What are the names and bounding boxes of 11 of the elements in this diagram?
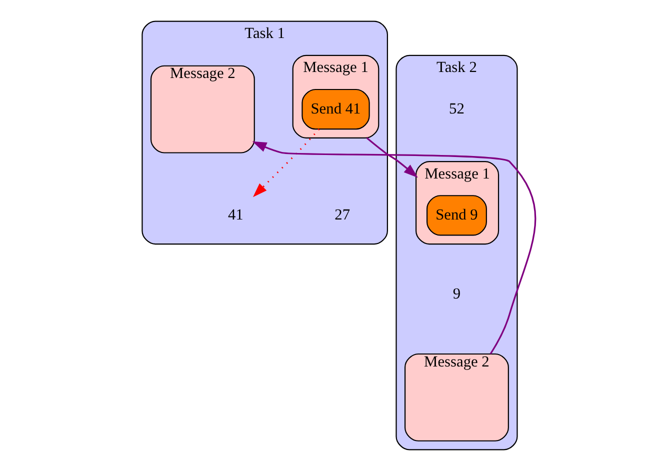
node-box: Send 41 — [302, 88, 370, 130]
node-text: 41 — [228, 206, 244, 224]
node-box: Message 2 — [404, 353, 509, 442]
label: 27 — [334, 206, 350, 224]
node-box: Message 2 — [150, 65, 255, 154]
arrow — [252, 141, 536, 354]
label: 52 — [449, 100, 464, 118]
node-box: Send 9 — [426, 195, 487, 236]
arrow — [252, 128, 320, 198]
arrow — [366, 137, 418, 178]
label: 9 — [452, 286, 461, 303]
